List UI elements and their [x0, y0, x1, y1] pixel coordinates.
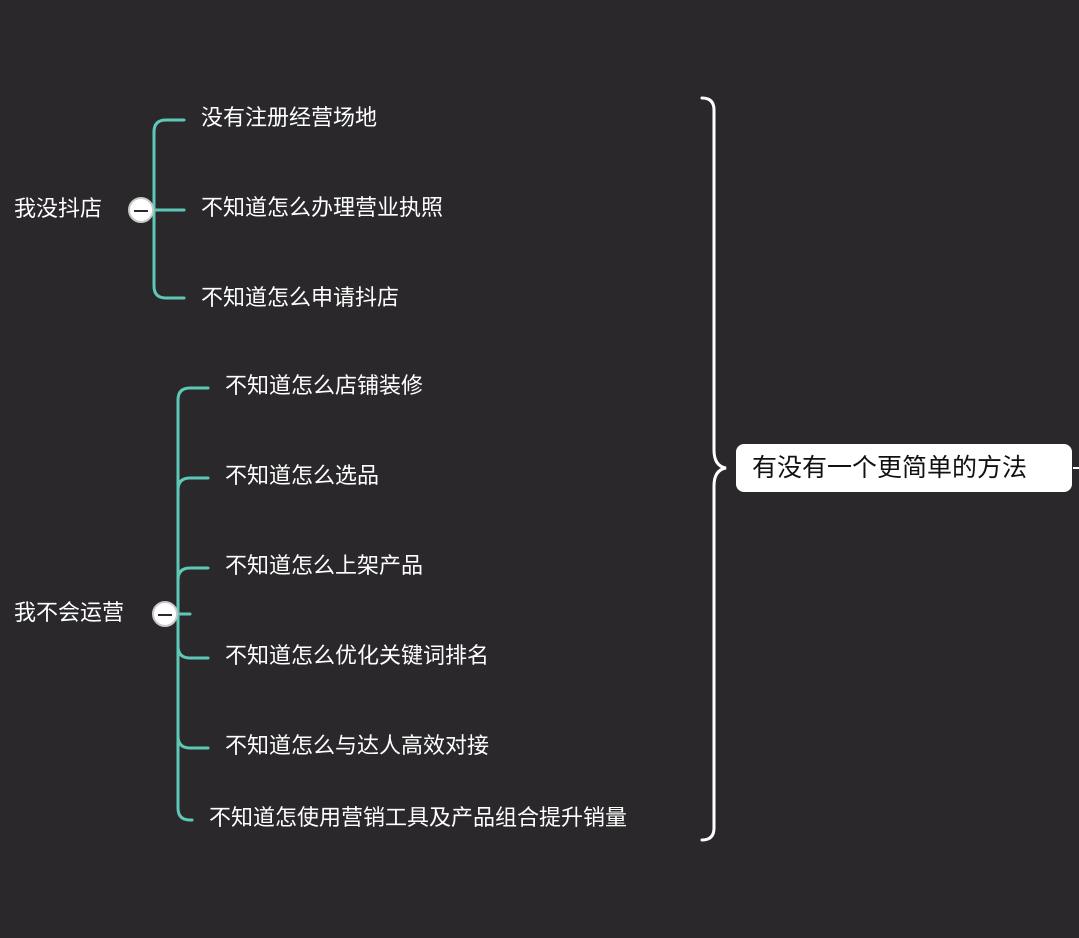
branch-item: 不知道怎么上架产品 [225, 554, 424, 579]
root-node[interactable]: 有没有一个更简单的方法 [736, 444, 1072, 492]
group-2-connectors [176, 386, 210, 822]
minus-circle-icon[interactable] [152, 601, 178, 627]
branch-item: 不知道怎么店铺装修 [225, 374, 424, 399]
branch-item: 不知道怎使用营销工具及产品组合提升销量 [209, 806, 628, 831]
group-label-wo-bu-hui-yun-ying: 我不会运营 [14, 601, 125, 626]
curly-bracket [700, 96, 727, 842]
branch-item: 不知道怎么办理营业执照 [201, 196, 444, 221]
branch-item: 不知道怎么与达人高效对接 [225, 734, 490, 759]
group-1-connectors [152, 118, 186, 300]
branch-item: 不知道怎么申请抖店 [201, 286, 400, 311]
branch-item: 不知道怎么优化关键词排名 [225, 644, 490, 669]
branch-item: 不知道怎么选品 [225, 464, 380, 489]
group-label-wo-mei-dou-dian: 我没抖店 [14, 197, 103, 222]
minus-circle-icon[interactable] [128, 197, 154, 223]
branch-item: 没有注册经营场地 [201, 106, 378, 131]
